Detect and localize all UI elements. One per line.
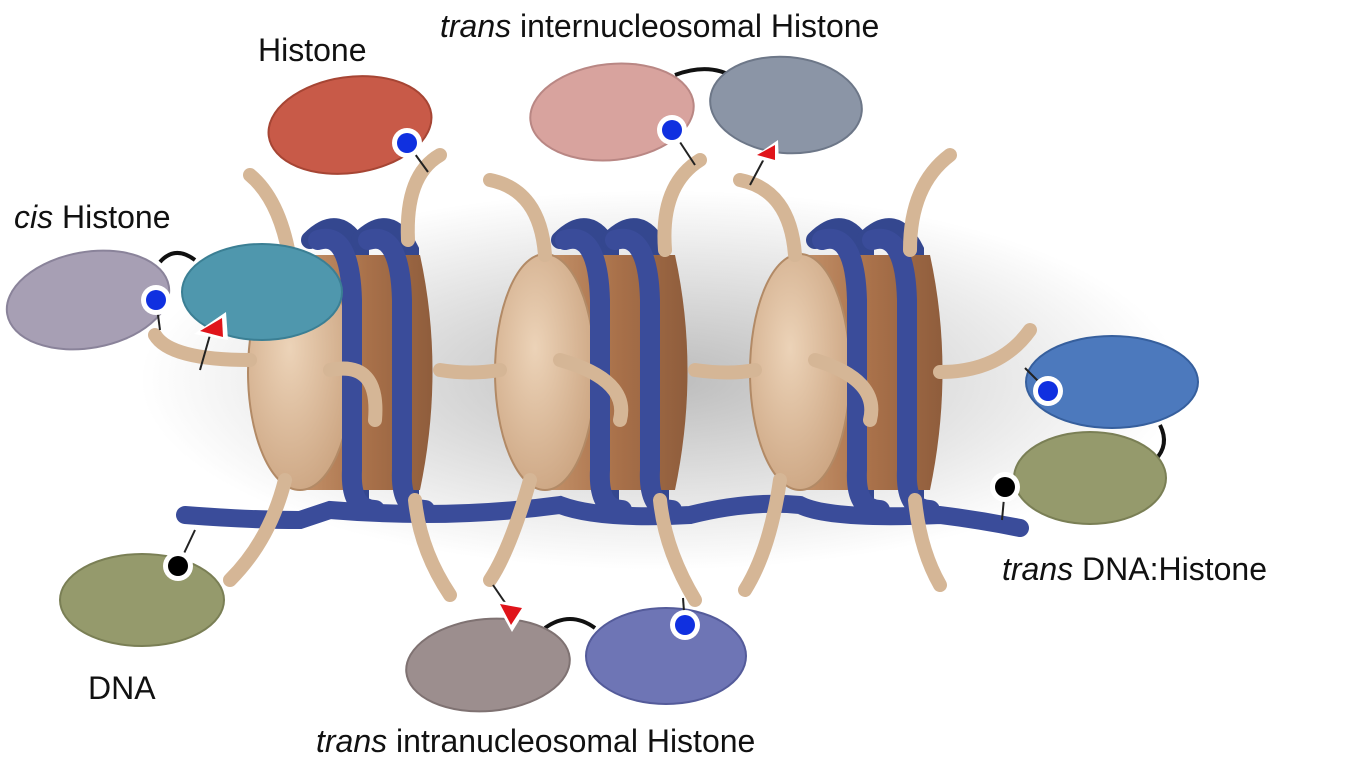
histone-probe-marker (397, 133, 417, 153)
label-trans-internucleosomal-prefix: trans (440, 8, 511, 44)
trans-dna-marker-black (995, 477, 1015, 497)
label-trans-dna-prefix: trans (1002, 551, 1073, 587)
label-cis-prefix: cis (14, 199, 53, 235)
label-trans-intranucleosomal-prefix: trans (316, 723, 387, 759)
histone-probe-oval (262, 66, 438, 184)
cis-probe-teal (182, 244, 342, 340)
trans-dna-marker-blue (1038, 381, 1058, 401)
label-histone-text: Histone (258, 32, 367, 68)
dna-probe-marker-black (168, 556, 188, 576)
label-trans-internucleosomal-rest: internucleosomal Histone (511, 8, 879, 44)
cis-marker-blue (146, 290, 166, 310)
trans-intra-linker (545, 619, 595, 628)
label-cis-rest: Histone (53, 199, 170, 235)
trans-intra-marker-blue (675, 615, 695, 635)
label-dna-text: DNA (88, 670, 156, 706)
trans-inter-probe-gray (706, 51, 866, 160)
trans-inter-probe-pink (525, 56, 698, 169)
label-cis-histone: cis Histone (14, 201, 171, 233)
label-trans-dna-histone: trans DNA:Histone (1002, 553, 1267, 585)
cis-linker (160, 253, 195, 262)
label-trans-internucleosomal: trans internucleosomal Histone (440, 10, 879, 42)
label-trans-dna-rest: DNA:Histone (1073, 551, 1267, 587)
dna-probe-olive (60, 554, 224, 646)
label-trans-intranucleosomal-rest: intranucleosomal Histone (387, 723, 755, 759)
label-histone: Histone (258, 34, 367, 66)
trans-inter-marker-blue (662, 120, 682, 140)
trans-dna-probe-olive (1014, 432, 1166, 524)
label-trans-intranucleosomal: trans intranucleosomal Histone (316, 725, 755, 757)
trans-intra-probe-periwinkle (586, 608, 746, 704)
label-dna: DNA (88, 672, 156, 704)
